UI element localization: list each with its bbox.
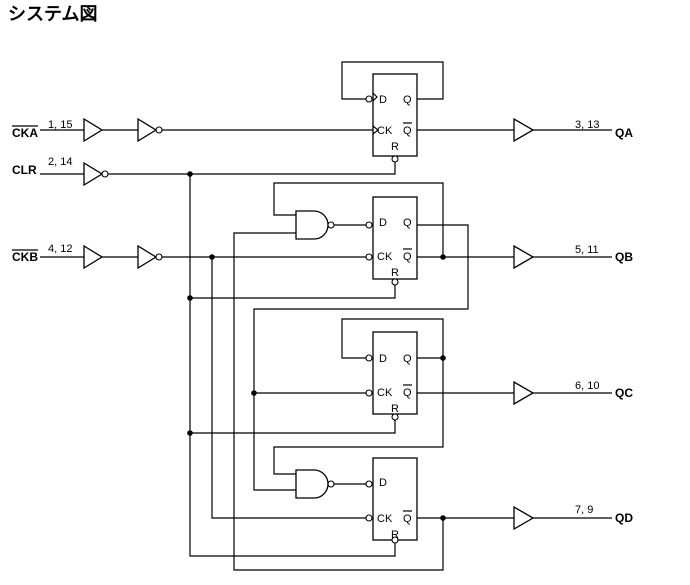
qd-pins: 7, 9 — [575, 504, 593, 516]
ff-b-r-label: R — [391, 267, 399, 279]
ff-c-d-label: D — [379, 353, 387, 365]
input-cka: CKA 1, 15 — [12, 119, 72, 140]
flip-flop-d: D CK Q R — [372, 457, 418, 541]
ff-d-r-label: R — [391, 529, 399, 541]
qb-pins: 5, 11 — [575, 244, 599, 256]
cka-inverter — [137, 117, 163, 143]
qa-name: QA — [615, 126, 633, 140]
qd-output-buffer — [513, 505, 612, 531]
ff-a-q-label: Q — [403, 94, 412, 106]
cka-pins: 1, 15 — [48, 119, 72, 131]
clr-pins: 2, 14 — [48, 156, 72, 168]
clr-name: CLR — [12, 163, 37, 177]
ff-a-d-label: D — [379, 94, 387, 106]
ckb-pins: 4, 12 — [48, 243, 72, 255]
ckb-name: CKB — [12, 250, 38, 264]
flip-flop-a: D Q CK Q R — [372, 73, 418, 157]
output-qd: 7, 9 QD — [575, 504, 633, 525]
ff-d-d-label: D — [379, 477, 387, 489]
output-qa: 3, 13 QA — [575, 119, 633, 140]
ff-a-ck-label: CK — [377, 125, 393, 137]
page-title: システム図 — [8, 4, 98, 25]
nand-gate-d — [295, 469, 335, 499]
ff-d-qbar-label: Q — [403, 513, 412, 525]
ff-b-d-label: D — [379, 217, 387, 229]
ckb-inverter — [137, 244, 163, 270]
cka-name: CKA — [12, 126, 38, 140]
flip-flop-c: D Q CK Q R — [372, 331, 418, 415]
qc-name: QC — [615, 386, 633, 400]
ff-a-qbar-label: Q — [403, 125, 412, 137]
qa-pins: 3, 13 — [575, 119, 599, 131]
cka-input-buffer — [83, 117, 104, 143]
nand-gate-b — [295, 210, 335, 240]
ff-c-q-label: Q — [403, 353, 412, 365]
ff-d-ck-label: CK — [377, 513, 393, 525]
input-clr: CLR 2, 14 — [12, 156, 72, 177]
ff-b-ck-label: CK — [377, 251, 393, 263]
input-ckb: CKB 4, 12 — [12, 243, 72, 264]
output-qb: 5, 11 QB — [575, 244, 633, 264]
wires — [40, 61, 514, 571]
output-qc: 6, 10 QC — [575, 380, 633, 400]
ff-b-qbar-label: Q — [403, 251, 412, 263]
ckb-input-buffer — [83, 244, 104, 270]
flip-flop-b: D Q CK Q R — [372, 196, 418, 280]
qd-name: QD — [615, 511, 633, 525]
qc-pins: 6, 10 — [575, 380, 599, 392]
ff-a-r-label: R — [391, 141, 399, 153]
clr-inverter — [83, 161, 109, 187]
ff-c-ck-label: CK — [377, 387, 393, 399]
ff-c-qbar-label: Q — [403, 387, 412, 399]
ff-b-q-label: Q — [403, 217, 412, 229]
qb-name: QB — [615, 250, 633, 264]
ff-c-r-label: R — [391, 403, 399, 415]
